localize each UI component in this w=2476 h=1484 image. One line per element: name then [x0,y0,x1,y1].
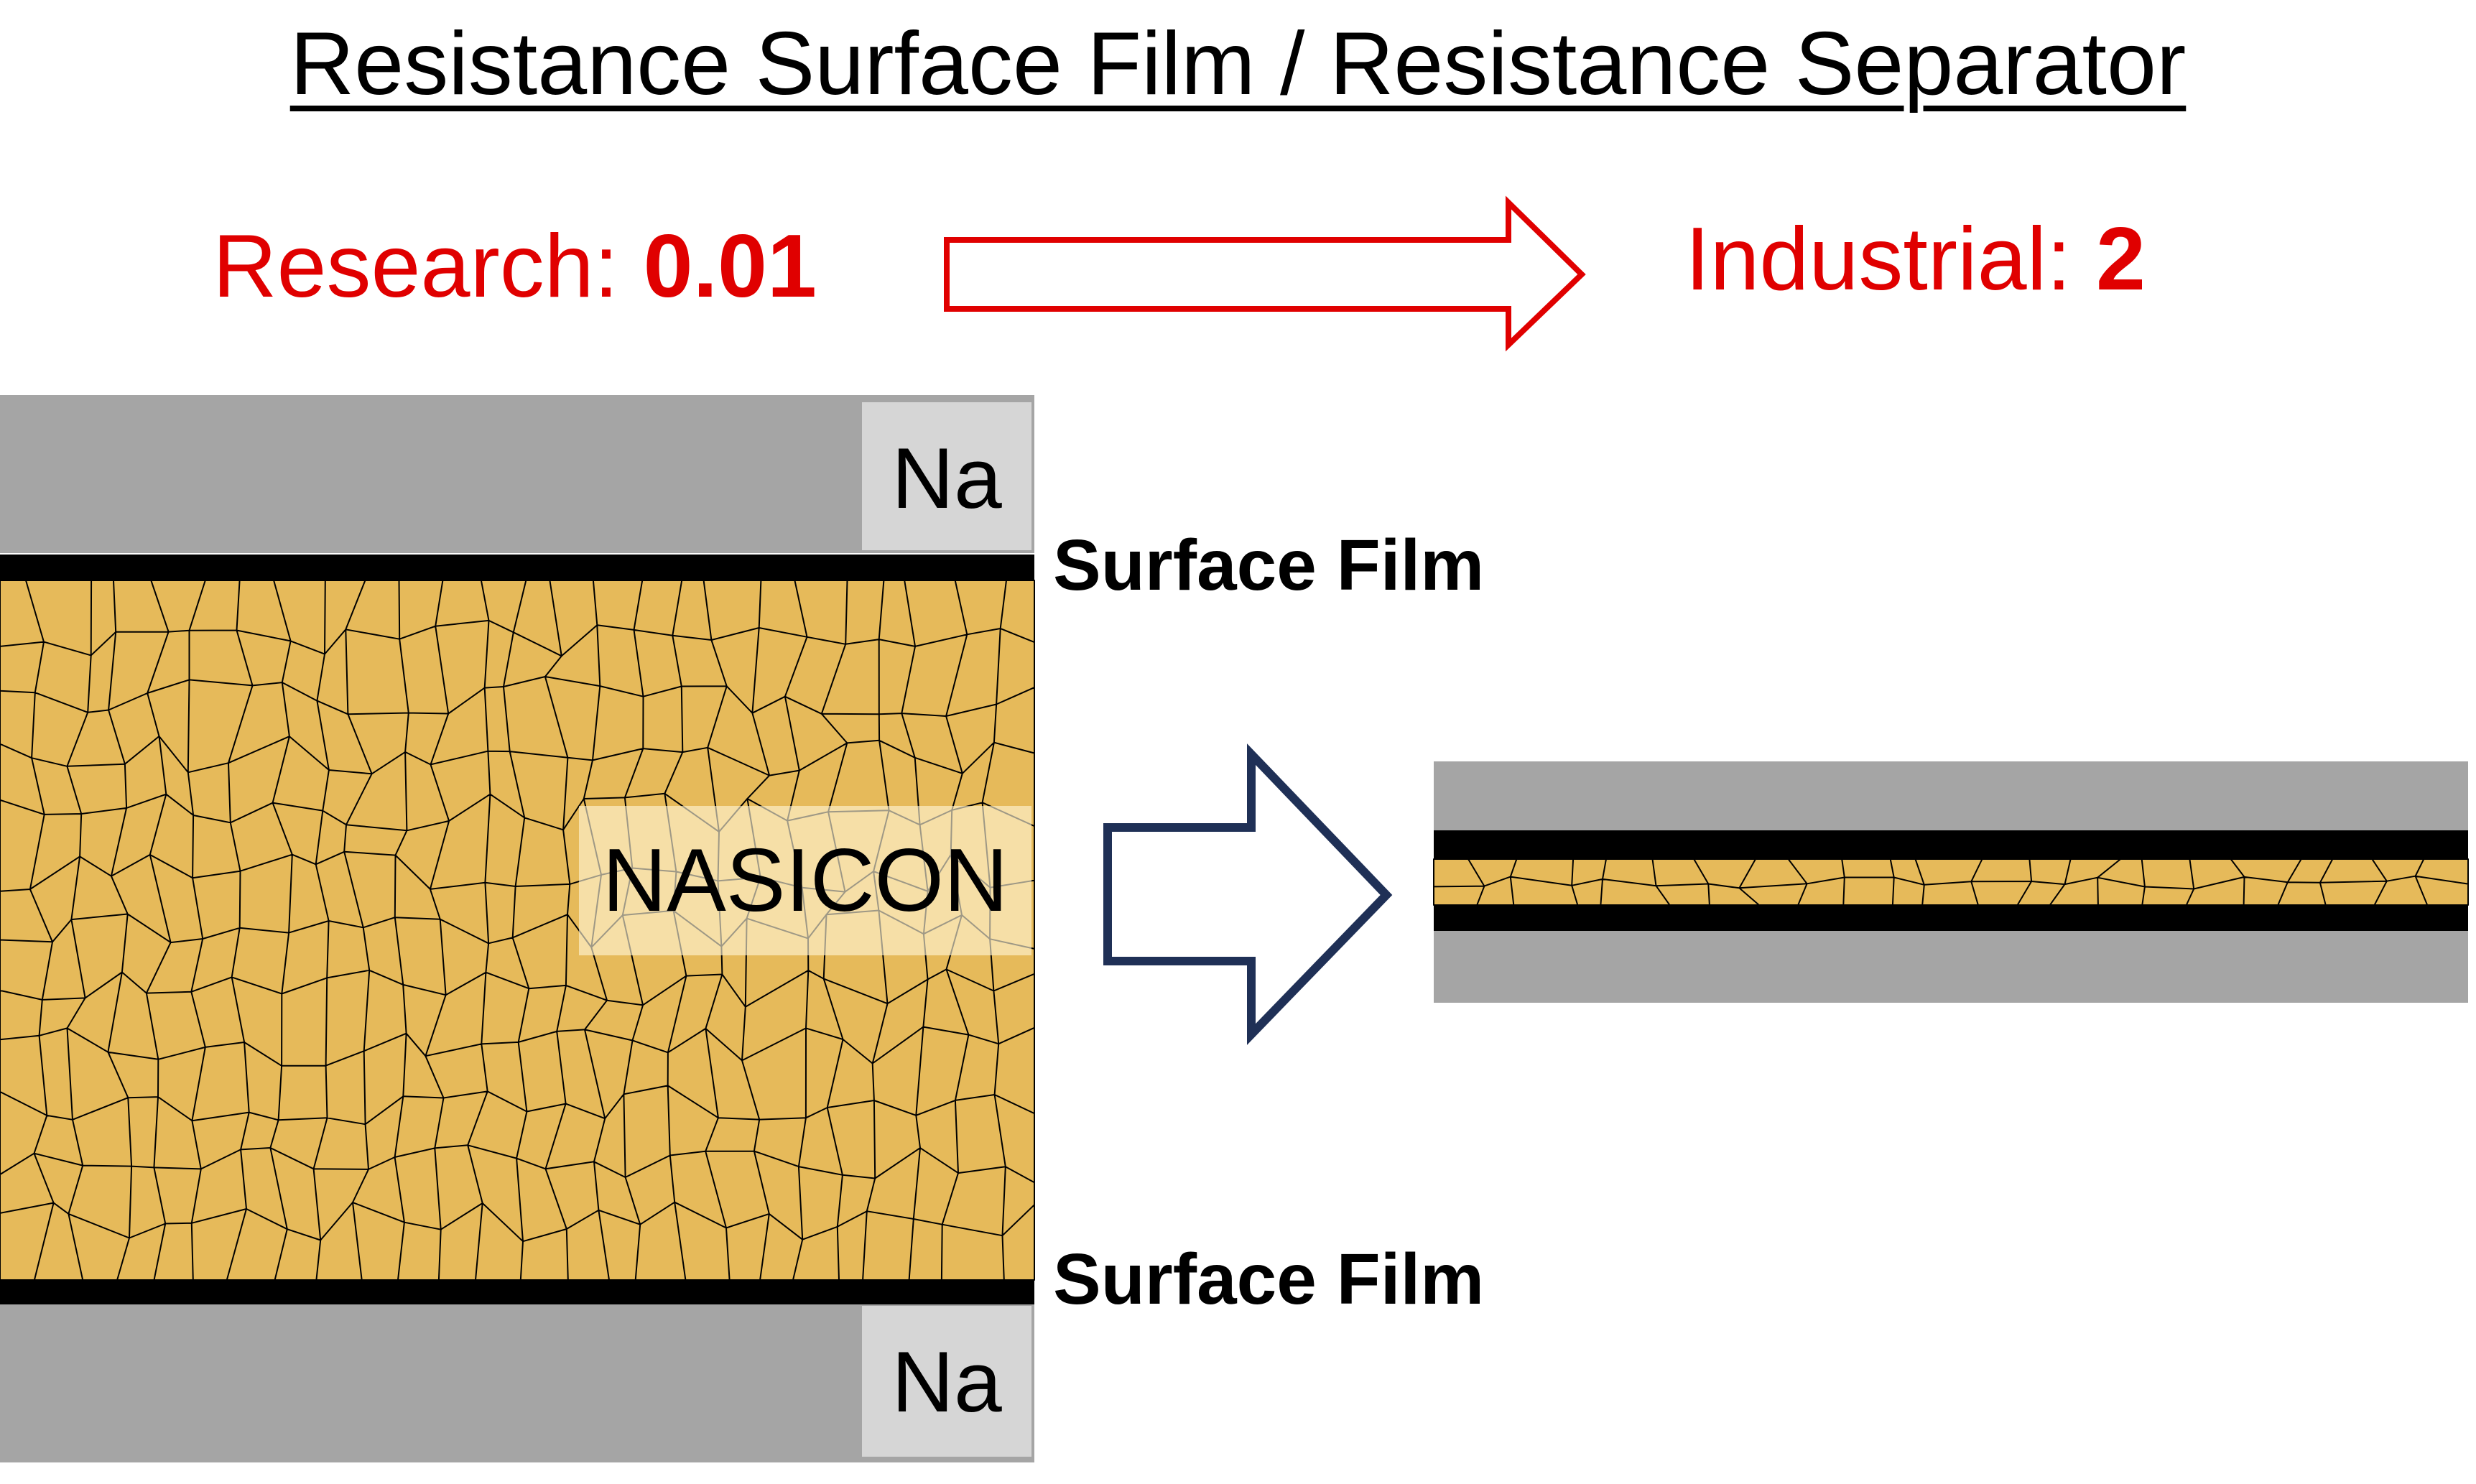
surface-film-bottom [0,1280,1034,1304]
scale-up-arrow-red [944,195,1586,352]
thin-cell-surface-film-top [1434,830,2468,859]
nasicon-label: NASICON [579,806,1031,955]
sodium-label-bottom: Na [862,1306,1031,1457]
surface-film-top [0,555,1034,580]
sodium-label-top: Na [862,402,1031,550]
grain-boundary-path [0,580,1035,1281]
industrial-label: Industrial: [1685,210,2097,309]
industrial-value: 2 [2096,210,2146,309]
thin-cell-sodium-bottom [1434,931,2468,1003]
industrial-resistance-ratio: Industrial: 2 [1685,208,2146,310]
nasicon-grain-boundaries [0,580,1035,1281]
surface-film-label-bottom: Surface Film [1053,1239,1485,1320]
thin-cell-surface-film-bottom [1434,905,2468,931]
thin-cell-sodium-top [1434,761,2468,830]
surface-film-label-top: Surface Film [1053,525,1485,606]
research-resistance-ratio: Research: 0.01 [213,215,817,317]
page-title: Resistance Surface Film / Resistance Sep… [289,14,2187,113]
thinning-arrow-navy [1103,743,1393,1045]
research-label: Research: [213,217,644,316]
research-value: 0.01 [643,217,817,316]
